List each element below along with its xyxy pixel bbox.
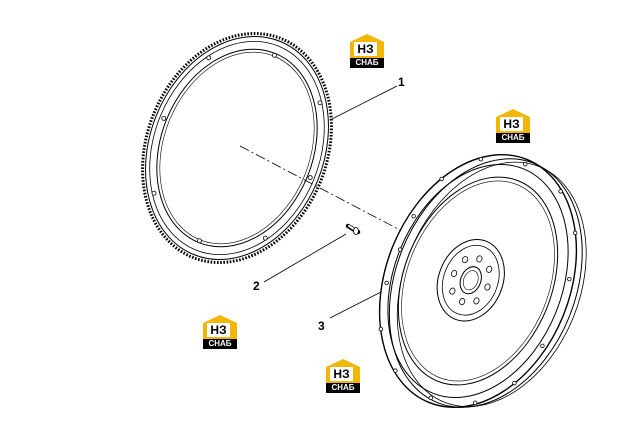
ring-gear-bolt-holes (151, 52, 323, 244)
logo-mark: НЗ (500, 117, 523, 131)
leader-line-3 (329, 291, 382, 319)
leader-line-2 (263, 233, 347, 283)
callout-2: 2 (253, 279, 260, 293)
logo-mark: НЗ (330, 367, 353, 381)
watermark-logo: НЗ СНАБ (200, 314, 240, 350)
watermark-logo: НЗ СНАБ (323, 358, 363, 394)
logo-word: СНАБ (203, 339, 237, 349)
flywheel-bolt (345, 223, 361, 235)
watermark-logo: НЗ СНАБ (493, 108, 533, 144)
logo-mark: НЗ (207, 323, 230, 337)
flywheel-rim-holes (378, 156, 578, 406)
leader-lines (263, 85, 398, 319)
callout-1: 1 (398, 75, 405, 89)
flywheel-hub-bore (459, 266, 482, 295)
watermark-logo: НЗ СНАБ (347, 33, 387, 69)
flywheel-hub-outer (436, 238, 505, 322)
flywheel (378, 154, 587, 408)
flywheel-face (397, 176, 559, 386)
flywheel-hub-bolt-holes (449, 255, 493, 306)
callout-3: 3 (318, 319, 325, 333)
leader-line-1 (329, 85, 398, 121)
ring-gear (141, 32, 333, 264)
logo-mark: НЗ (354, 42, 377, 56)
logo-word: СНАБ (326, 383, 360, 393)
logo-word: СНАБ (496, 133, 530, 143)
ring-gear-outer-teeth (141, 32, 333, 264)
logo-word: СНАБ (350, 58, 384, 68)
